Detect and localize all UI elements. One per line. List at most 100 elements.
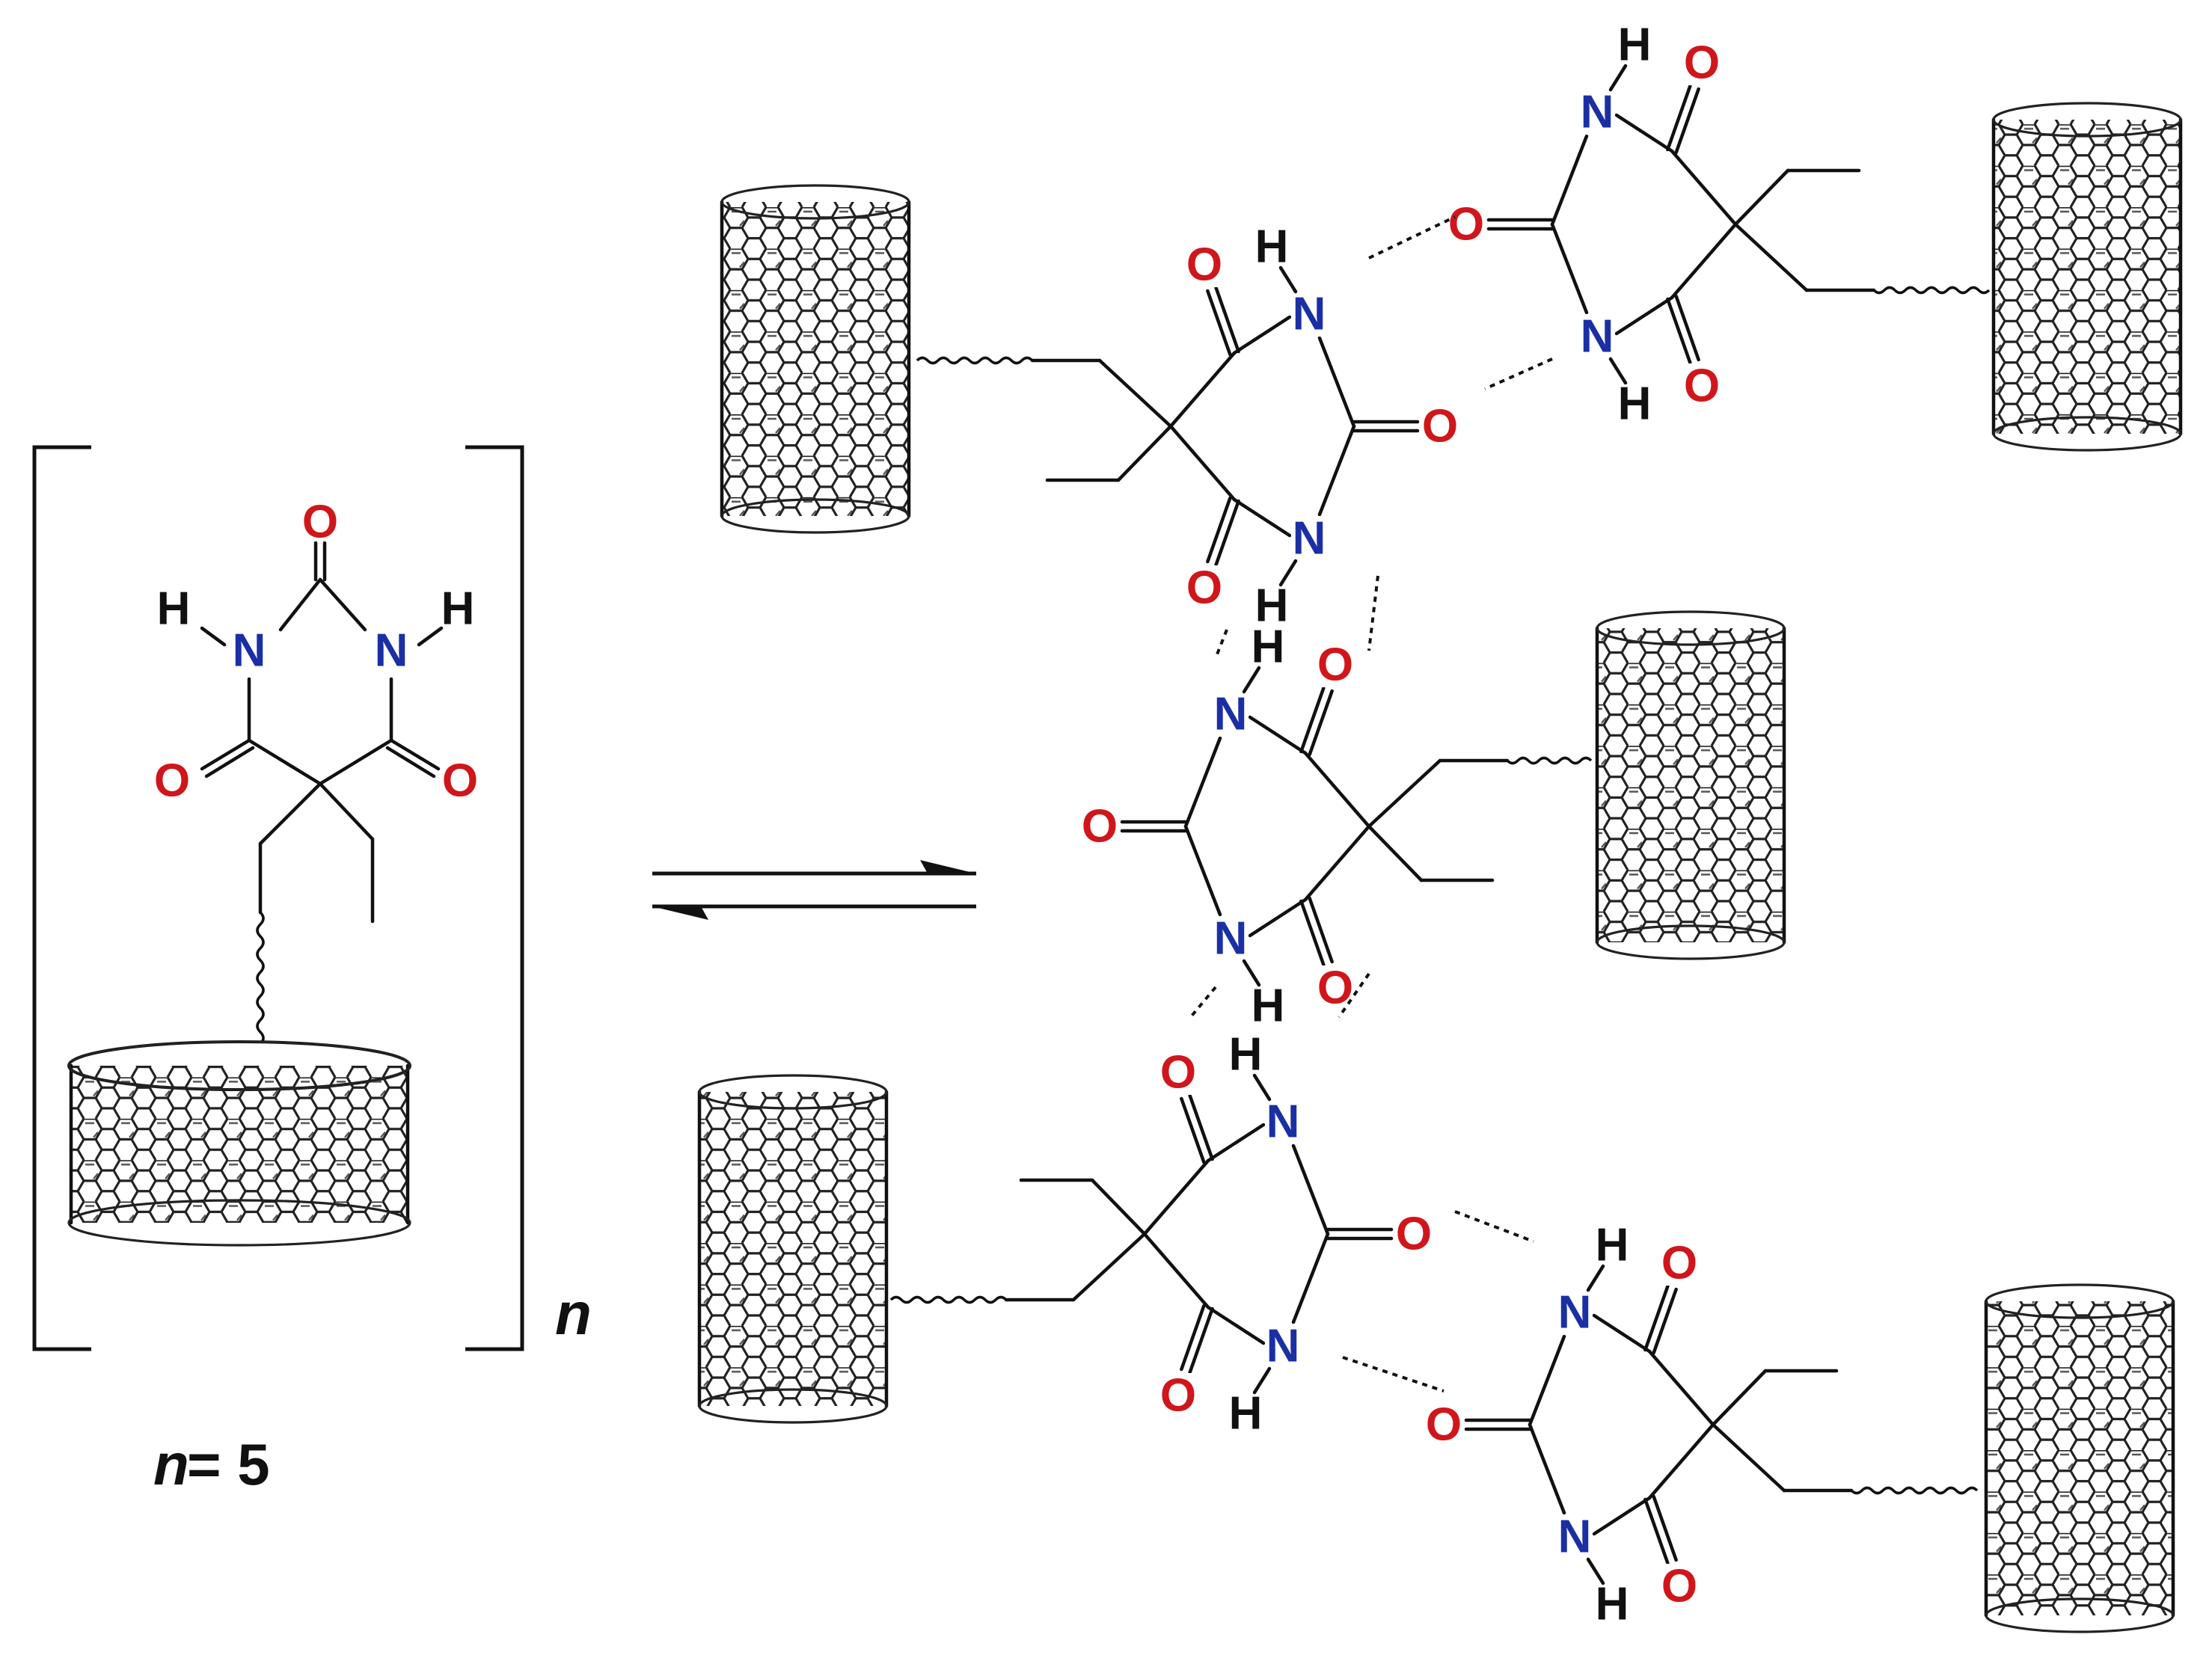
- wavy-linker: [916, 356, 1034, 365]
- oxygen-atom: O: [302, 497, 338, 548]
- covalent-bond: [1670, 149, 1738, 227]
- covalent-bond: [1142, 1232, 1210, 1310]
- covalent-bond: [1608, 64, 1628, 92]
- hydrogen-bond: [1368, 215, 1456, 260]
- nanotube-wall: [1597, 628, 1784, 942]
- barbiturate-ring-monomer: O N N H H O O: [154, 497, 478, 1057]
- atom-label-mask: [1579, 314, 1615, 359]
- nitrogen-atom: N: [1558, 1287, 1592, 1339]
- atom-label-mask: [1265, 1099, 1301, 1144]
- covalent-bond: [1317, 336, 1356, 429]
- atom-label-mask: [1186, 565, 1222, 610]
- wavy-linker: [889, 1295, 1008, 1304]
- covalent-bond: [1586, 1557, 1605, 1585]
- nanotube-rim: [1992, 416, 2182, 452]
- atom-label-mask: [1213, 692, 1249, 737]
- covalent-bond: [1643, 1497, 1670, 1565]
- covalent-bond: [1242, 959, 1261, 987]
- covalent-bond: [1278, 265, 1298, 294]
- covalent-bond: [1711, 1369, 1768, 1427]
- covalent-bond: [1666, 84, 1692, 152]
- covalent-bond: [1711, 1422, 1786, 1493]
- covalent-bond: [1206, 1123, 1266, 1163]
- covalent-bond: [1116, 424, 1173, 482]
- forward-arrow-head: [920, 860, 976, 874]
- nanotube-rim: [1985, 1283, 2175, 1319]
- covalent-bond: [1586, 1264, 1605, 1292]
- oxygen-atom: O: [1317, 962, 1353, 1014]
- nanotube-rim: [1596, 610, 1786, 646]
- covalent-bond: [1317, 424, 1356, 517]
- covalent-bond: [1614, 113, 1674, 153]
- carbon-nanotube: [1595, 610, 1786, 960]
- atom-label-mask: [1396, 1212, 1432, 1256]
- nanotube-rim: [1596, 924, 1786, 960]
- atom-label-mask: [1557, 1290, 1593, 1335]
- nitrogen-atom: N: [1214, 689, 1248, 740]
- equilibrium-arrows: [652, 860, 976, 920]
- nanotube-rim: [720, 498, 910, 534]
- carbon-nanotube: [67, 1040, 411, 1247]
- covalent-bond: [1608, 357, 1628, 385]
- covalent-bond: [1248, 897, 1308, 938]
- atom-label-mask: [1661, 1241, 1697, 1286]
- hydrogen-atom: H: [1596, 1220, 1629, 1271]
- covalent-bond: [1206, 496, 1232, 564]
- covalent-bond: [1232, 497, 1292, 538]
- nitrogen-atom: N: [375, 625, 408, 677]
- covalent-bond: [1248, 715, 1308, 755]
- covalent-bond: [1252, 1073, 1272, 1102]
- covalent-bond: [1188, 1307, 1214, 1375]
- covalent-bond: [1214, 286, 1240, 354]
- nanotube-wall: [722, 202, 909, 516]
- atom-label-mask: [1228, 1391, 1263, 1436]
- nanotube-wall: [1994, 120, 2181, 434]
- covalent-bond: [1647, 1422, 1715, 1500]
- covalent-bond: [1647, 1349, 1715, 1427]
- covalent-bond: [1206, 289, 1232, 357]
- atom-label-mask: [1317, 642, 1353, 687]
- hydrogen-bond: [1214, 629, 1228, 659]
- covalent-bond: [1183, 824, 1222, 917]
- hydrogen-atom: H: [157, 583, 191, 635]
- hydrogen-bond: [1188, 986, 1217, 1020]
- nitrogen-atom: N: [1581, 311, 1614, 363]
- atom-label-mask: [1291, 292, 1327, 337]
- oxygen-atom: O: [1160, 1047, 1196, 1099]
- covalent-bond: [1592, 1313, 1652, 1354]
- left-square-bracket: [32, 445, 91, 1351]
- repeat-subscript: n: [555, 1280, 592, 1347]
- nanotube-wall: [1986, 1301, 2173, 1615]
- carbon-nanotube: [697, 1074, 889, 1424]
- covalent-bond: [1614, 295, 1674, 336]
- nanotube-rim: [1992, 102, 2182, 138]
- covalent-bond: [1733, 168, 1790, 227]
- covalent-bond: [1180, 1096, 1206, 1164]
- nitrogen-atom: N: [1293, 513, 1326, 565]
- covalent-bond: [1550, 222, 1589, 315]
- covalent-bond: [1674, 87, 1700, 155]
- oxygen-atom: O: [1082, 801, 1118, 853]
- carbon-nanotube: [1984, 1283, 2175, 1633]
- covalent-bond: [1666, 297, 1692, 365]
- atom-label-mask: [1265, 1324, 1301, 1369]
- caption-value: = 5: [187, 1431, 270, 1497]
- covalent-bond: [1214, 499, 1240, 567]
- covalent-bond: [1303, 824, 1371, 902]
- covalent-bond: [1090, 1178, 1147, 1236]
- wavy-linker: [1850, 1486, 1979, 1495]
- caption-n-equals-5: n = 5: [153, 1431, 270, 1497]
- atom-label-mask: [1426, 1402, 1462, 1447]
- covalent-bond: [1232, 315, 1292, 355]
- atom-label-mask: [1082, 804, 1118, 849]
- hydrogen-bond: [1338, 972, 1370, 1019]
- atom-label-mask: [1160, 1050, 1196, 1095]
- wavy-linker: [1506, 756, 1593, 765]
- atom-label-mask: [1422, 404, 1458, 449]
- atom-label-mask: [1448, 202, 1484, 247]
- covalent-bond: [1652, 1494, 1678, 1562]
